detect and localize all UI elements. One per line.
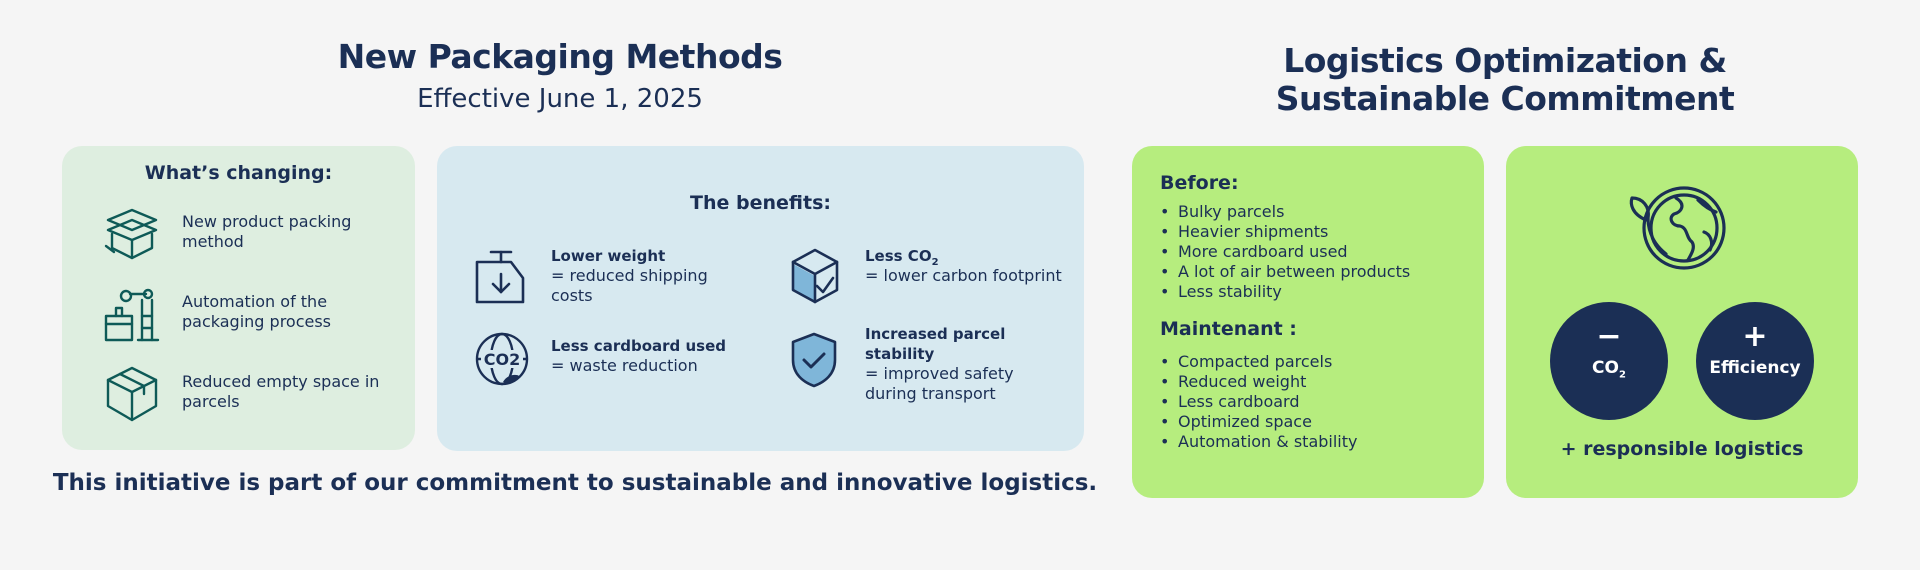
impact-card: − CO2 + Efficiency + responsible logisti… [1506, 146, 1858, 498]
benefit-desc: = lower carbon footprint [865, 266, 1062, 285]
benefits-card: The benefits: Lower weight = reduced shi… [437, 146, 1084, 451]
co2-label-subscript: 2 [1618, 369, 1626, 381]
list-item: Less stability [1160, 282, 1470, 302]
co2-label: CO2 [1550, 357, 1668, 386]
list-item: Heavier shipments [1160, 222, 1470, 242]
robot-arm-icon [104, 288, 160, 342]
co2-label-text: CO [1592, 358, 1619, 378]
plus-sign: + [1742, 319, 1768, 354]
benefit-desc: = waste reduction [551, 356, 698, 375]
co2-globe-icon: CO2 [475, 332, 529, 386]
benefit-title: Increased parcel stability [865, 325, 1006, 363]
benefit-title-co2: Less CO2 [865, 246, 1065, 273]
now-heading: Maintenant : [1160, 318, 1297, 340]
responsible-logistics-caption: + responsible logistics [1560, 438, 1804, 460]
benefit-title: Less cardboard used [551, 337, 726, 355]
list-item: Bulky parcels [1160, 202, 1470, 222]
changing-heading: What’s changing: [144, 162, 333, 184]
list-item: Less cardboard [1160, 392, 1470, 412]
page-title-right-line2: Sustainable Commitment [1275, 79, 1735, 118]
cube-check-icon [791, 248, 839, 304]
co2-reduction-circle: − CO2 [1550, 302, 1668, 420]
benefit-title-text: Less CO [865, 247, 932, 265]
effective-date: Effective June 1, 2025 [417, 84, 703, 114]
globe-leaf-icon [1629, 186, 1726, 270]
list-item: Compacted parcels [1160, 352, 1470, 372]
co2-globe-icon-text: CO2 [484, 350, 520, 369]
box-icon [106, 366, 158, 422]
benefits-heading: The benefits: [690, 192, 831, 214]
changing-item-text: Reduced empty space in parcels [182, 372, 380, 411]
page-title-right: Logistics Optimization & Sustainable Com… [1210, 42, 1800, 118]
efficiency-label: Efficiency [1709, 358, 1801, 378]
changing-item-text: New product packing method [182, 212, 352, 251]
weight-icon [475, 250, 525, 304]
changing-card: What’s changing: New product packing met… [62, 146, 415, 450]
page-title-right-line1: Logistics Optimization & [1283, 41, 1727, 80]
commitment-statement: This initiative is part of our commitmen… [52, 470, 1098, 496]
now-list: Compacted parcels Reduced weight Less ca… [1160, 352, 1470, 452]
efficiency-circle: + Efficiency [1696, 302, 1814, 420]
list-item: A lot of air between products [1160, 262, 1470, 282]
before-heading: Before: [1160, 172, 1239, 194]
list-item: Optimized space [1160, 412, 1470, 432]
box-open-icon [104, 208, 158, 260]
before-after-card: Before: Bulky parcels Heavier shipments … [1132, 146, 1484, 498]
benefit-desc: = improved safety during transport [865, 364, 1014, 403]
list-item: More cardboard used [1160, 242, 1470, 262]
benefit-title-subscript: 2 [931, 257, 939, 268]
before-list: Bulky parcels Heavier shipments More car… [1160, 202, 1470, 302]
shield-check-icon [791, 332, 837, 388]
benefit-desc: = reduced shipping costs [551, 266, 708, 305]
minus-sign: − [1596, 319, 1622, 354]
list-item: Reduced weight [1160, 372, 1470, 392]
page-title-left: New Packaging Methods [337, 37, 783, 76]
list-item: Automation & stability [1160, 432, 1470, 452]
benefit-title: Lower weight [551, 247, 666, 265]
changing-item-text: Automation of the packaging process [182, 292, 332, 331]
